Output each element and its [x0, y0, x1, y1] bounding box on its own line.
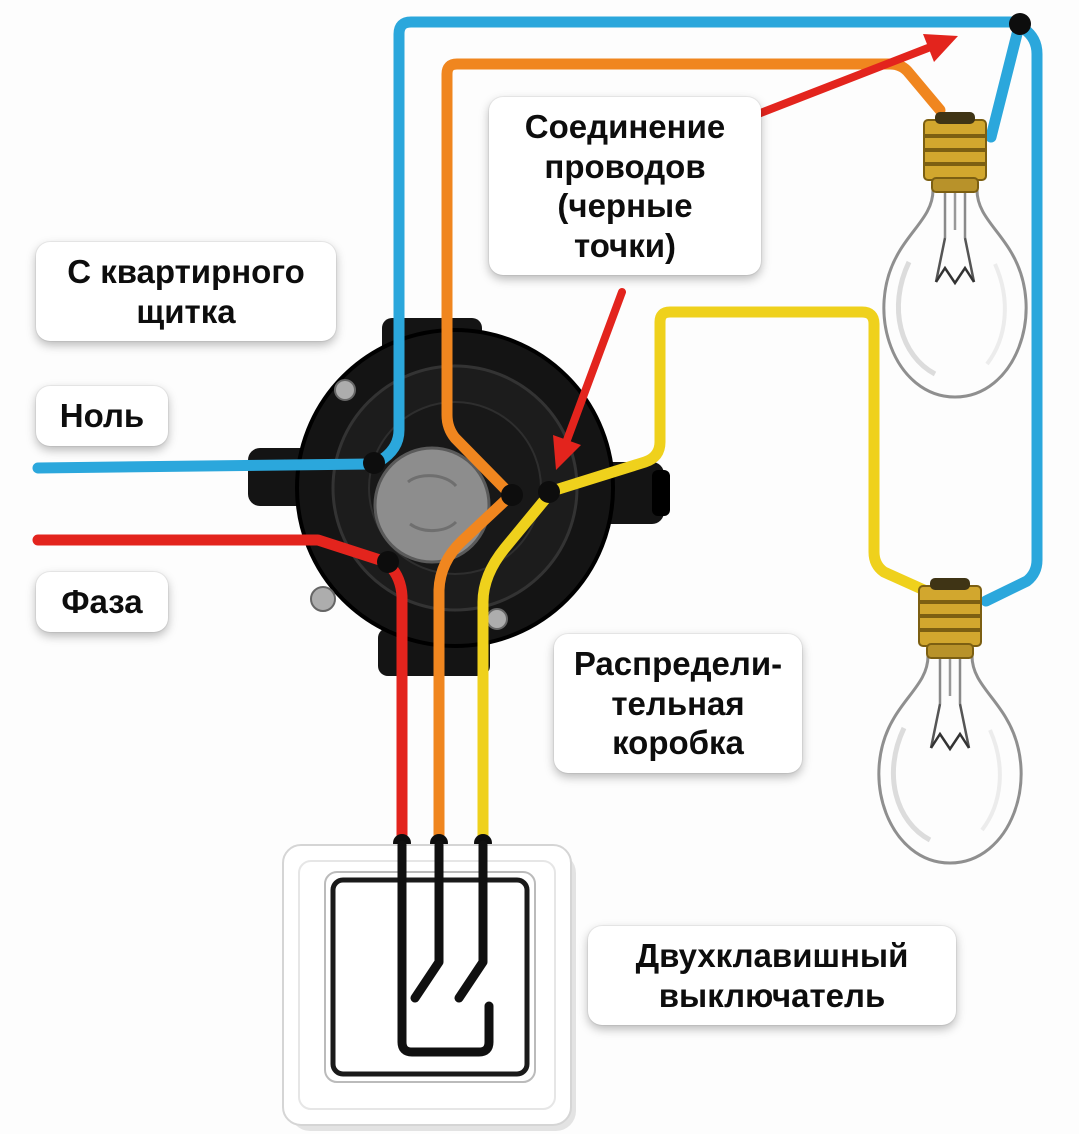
phase-wire-feed [32, 534, 389, 567]
junction-box [248, 318, 670, 676]
arrowhead [553, 435, 581, 470]
orange-wire-to-switch [433, 491, 515, 849]
neutral-wire-feed [32, 458, 376, 474]
arrowhead [923, 34, 958, 62]
neutral-wire-lamp1 [985, 24, 1024, 143]
yellow-wire-to-switch [477, 491, 553, 849]
yellow-wire-to-lamp2 [543, 306, 930, 596]
label-neutral: Ноль [36, 386, 168, 446]
switch-frame-inner [298, 860, 556, 1110]
orange-wire-to-lamp1 [441, 58, 946, 497]
connection-dot [363, 452, 385, 474]
wires [32, 16, 1043, 849]
box-ear-2 [486, 608, 508, 630]
pointer-arrows [553, 34, 958, 470]
neutral-wire-lamp2 [980, 23, 1043, 607]
neutral-wire-top-run [372, 16, 1020, 468]
light-bulb-2 [879, 578, 1021, 863]
switch-symbol [397, 840, 494, 1057]
connection-dot [377, 551, 399, 573]
pointer-arrow-to-top-dot [754, 44, 932, 118]
connection-dot [1009, 13, 1031, 35]
connection-dot [538, 481, 560, 503]
label-distribution-box: Распредели- тельная коробка [554, 634, 802, 773]
label-junction-note: Соединение проводов (черные точки) [489, 97, 761, 276]
label-phase: Фаза [36, 572, 168, 632]
pointer-arrow-to-box [563, 288, 626, 444]
box-lid-texture [407, 474, 458, 532]
label-from-panel: С квартирного щитка [36, 242, 336, 342]
box-ear-1 [310, 586, 336, 612]
label-switch: Двухклавишный выключатель [588, 926, 956, 1026]
connection-dots [363, 13, 1031, 852]
connection-dot [501, 484, 523, 506]
switch-key-outline [324, 871, 536, 1083]
box-lid [373, 446, 491, 564]
box-ear-3 [334, 379, 356, 401]
box-right-cap [652, 470, 670, 516]
light-bulb-1 [884, 112, 1026, 397]
switch-plate [282, 840, 576, 1131]
